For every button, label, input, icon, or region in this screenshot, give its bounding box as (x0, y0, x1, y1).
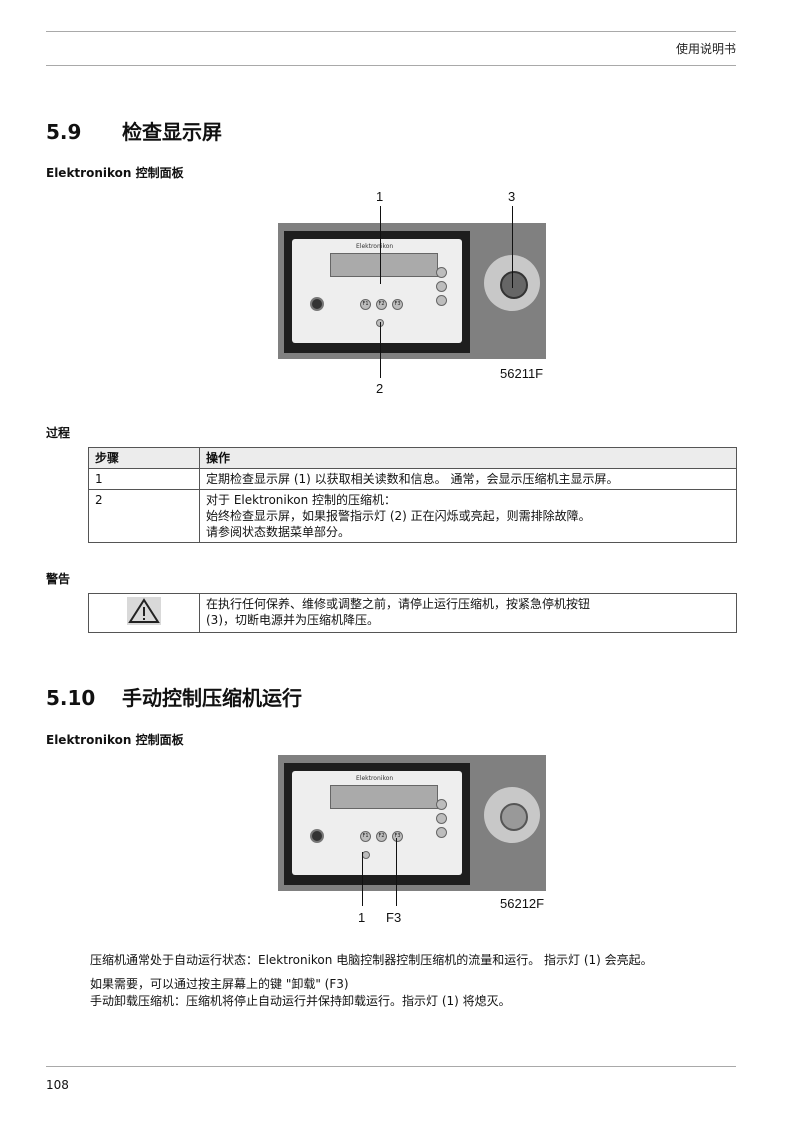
arrow-up-icon (436, 799, 447, 810)
warning-line: (3)，切断电源并为压缩机降压。 (206, 613, 379, 627)
leader-line-f3 (396, 838, 397, 906)
section-number: 5.9 (46, 120, 82, 144)
warning-heading: 警告 (46, 572, 71, 586)
warning-line: 在执行任何保养、维修或调整之前，请停止运行压缩机，按紧急停机按钮 (206, 597, 591, 611)
col-action-header: 操作 (199, 447, 737, 469)
step-cell: 2 (88, 489, 200, 543)
arrow-down-icon (436, 827, 447, 838)
callout-3: 3 (508, 189, 516, 204)
figure-subtitle: Elektronikon 控制面板 (46, 733, 184, 747)
f3-key: F3 (392, 831, 403, 842)
warning-table: 在执行任何保养、维修或调整之前，请停止运行压缩机，按紧急停机按钮 (3)，切断电… (88, 593, 737, 633)
warning-text-cell: 在执行任何保养、维修或调整之前，请停止运行压缩机，按紧急停机按钮 (3)，切断电… (199, 593, 737, 633)
action-line: 对于 Elektronikon 控制的压缩机： (206, 493, 397, 507)
table-row: 1 定期检查显示屏 (1) 以获取相关读数和信息。 通常，会显示压缩机主显示屏。 (88, 468, 737, 490)
paragraph: 手动卸载压缩机：压缩机将停止自动运行并保持卸载运行。指示灯 (1) 将熄灭。 (90, 994, 511, 1008)
power-icon (310, 829, 324, 843)
table-header-row: 步骤 操作 (88, 447, 737, 469)
enter-icon (436, 281, 447, 292)
leader-line-1 (380, 206, 381, 284)
arrow-down-icon (436, 295, 447, 306)
header-rule-bottom (46, 65, 736, 66)
col-step-header: 步骤 (88, 447, 200, 469)
leader-line-3 (512, 206, 513, 288)
f3-key: F3 (392, 299, 403, 310)
emergency-stop-icon (500, 803, 528, 831)
footer-rule (46, 1066, 736, 1067)
display-screen (330, 785, 438, 809)
action-cell: 对于 Elektronikon 控制的压缩机： 始终检查显示屏，如果报警指示灯 … (199, 489, 737, 543)
section-title: 手动控制压缩机运行 (122, 686, 302, 710)
f1-key: F1 (360, 831, 371, 842)
leader-line-2 (380, 322, 381, 378)
procedure-table: 步骤 操作 1 定期检查显示屏 (1) 以获取相关读数和信息。 通常，会显示压缩… (88, 447, 737, 543)
power-icon (310, 297, 324, 311)
callout-1: 1 (376, 189, 384, 204)
arrow-up-icon (436, 267, 447, 278)
paragraph: 压缩机通常处于自动运行状态：Elektronikon 电脑控制器控制压缩机的流量… (90, 953, 653, 967)
figure-code: 56212F (500, 896, 545, 911)
indicator-led-icon (362, 851, 370, 859)
f2-key: F2 (376, 831, 387, 842)
panel-brand-logo: Elektronikon (356, 775, 394, 782)
action-line: 请参阅状态数据菜单部分。 (206, 525, 351, 539)
section-title: 检查显示屏 (122, 120, 222, 144)
control-panel-photo: Elektronikon F1 F2 F3 (278, 755, 546, 891)
emergency-stop-icon (500, 271, 528, 299)
procedure-heading: 过程 (46, 426, 71, 440)
warning-row: 在执行任何保养、维修或调整之前，请停止运行压缩机，按紧急停机按钮 (3)，切断电… (88, 593, 737, 633)
document-title: 使用说明书 (675, 42, 736, 56)
f1-key: F1 (360, 299, 371, 310)
table-row: 2 对于 Elektronikon 控制的压缩机： 始终检查显示屏，如果报警指示… (88, 489, 737, 543)
control-panel-photo: Elektronikon F1 F2 F3 (278, 223, 546, 359)
header-rule-top (46, 31, 736, 32)
callout-2: 2 (376, 381, 384, 396)
callout-1: 1 (358, 910, 366, 925)
warning-icon-cell (88, 593, 200, 633)
panel-brand-logo: Elektronikon (356, 243, 394, 250)
step-cell: 1 (88, 468, 200, 490)
action-line: 始终检查显示屏，如果报警指示灯 (2) 正在闪烁或亮起，则需排除故障。 (206, 509, 591, 523)
section-number: 5.10 (46, 686, 96, 710)
figure-code: 56211F (500, 366, 544, 381)
page-number: 108 (46, 1078, 69, 1092)
paragraph: 如果需要，可以通过按主屏幕上的键 "卸载" (F3) (90, 977, 349, 991)
callout-f3: F3 (386, 910, 402, 925)
f2-key: F2 (376, 299, 387, 310)
warning-icon (127, 597, 161, 625)
section-heading-5-9: 5.9 检查显示屏 (46, 116, 222, 145)
action-line: 定期检查显示屏 (1) 以获取相关读数和信息。 通常，会显示压缩机主显示屏。 (206, 472, 619, 486)
display-screen (330, 253, 438, 277)
action-cell: 定期检查显示屏 (1) 以获取相关读数和信息。 通常，会显示压缩机主显示屏。 (199, 468, 737, 490)
leader-line-1 (362, 852, 363, 906)
enter-icon (436, 813, 447, 824)
section-heading-5-10: 5.10 手动控制压缩机运行 (46, 682, 302, 711)
figure-subtitle: Elektronikon 控制面板 (46, 166, 184, 180)
